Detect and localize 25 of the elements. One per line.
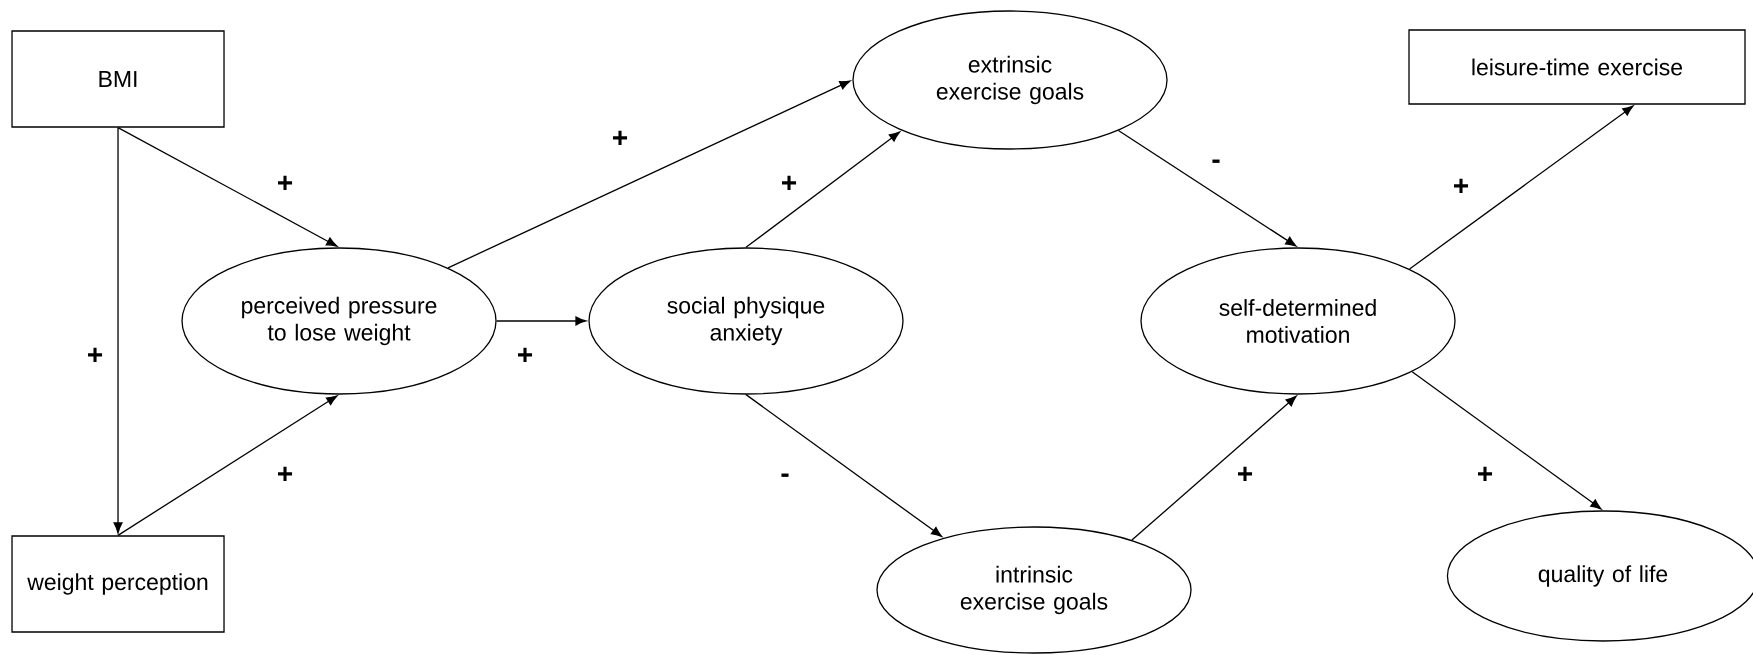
edge-label: + [1238, 466, 1253, 481]
edge-label: + [518, 347, 533, 362]
arrow [1131, 395, 1297, 541]
edge-label: + [88, 347, 103, 362]
arrow [1408, 105, 1634, 270]
arrow [745, 394, 943, 537]
edge-label: + [613, 130, 628, 145]
arrow [1411, 371, 1602, 510]
edge-label: + [782, 175, 797, 190]
arrow [117, 127, 338, 247]
variable-box: BMI [11, 30, 225, 128]
arrow [117, 395, 338, 536]
arrow [496, 316, 587, 326]
variable-box: weight perception [11, 535, 225, 633]
arrow [447, 80, 851, 269]
arrow [745, 131, 901, 248]
arrow [113, 127, 123, 534]
edge-label: - [781, 473, 789, 477]
edge-label: + [1478, 466, 1493, 481]
edge-label: - [1212, 159, 1220, 163]
arrow [1117, 129, 1297, 247]
edge-label: + [278, 175, 293, 190]
edge-label: + [1454, 178, 1469, 193]
edge-label: + [278, 466, 293, 481]
variable-box: leisure-time exercise [1408, 29, 1746, 105]
